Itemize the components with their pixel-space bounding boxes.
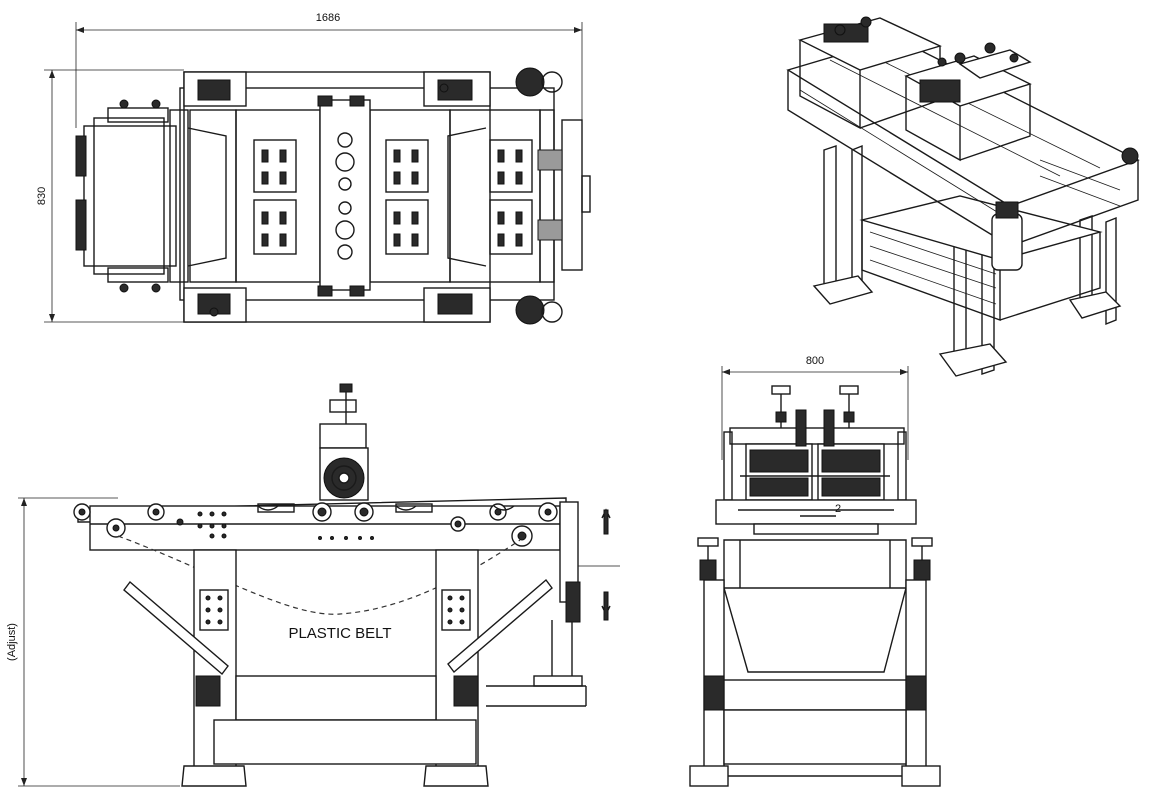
end-width-dimension: 800 xyxy=(806,355,824,367)
end-view: 800 2 xyxy=(689,355,941,787)
top-depth-dimension: 830 xyxy=(36,187,48,205)
top-view: 1686 830 xyxy=(36,12,591,325)
side-height-dimension: (Adjust) xyxy=(6,623,18,661)
top-width-dimension: 1686 xyxy=(316,12,340,24)
belt-label: PLASTIC BELT xyxy=(288,625,391,642)
side-view: (Adjust) xyxy=(6,383,620,787)
end-part-number: 2 xyxy=(835,503,841,515)
isometric-view xyxy=(786,16,1140,377)
